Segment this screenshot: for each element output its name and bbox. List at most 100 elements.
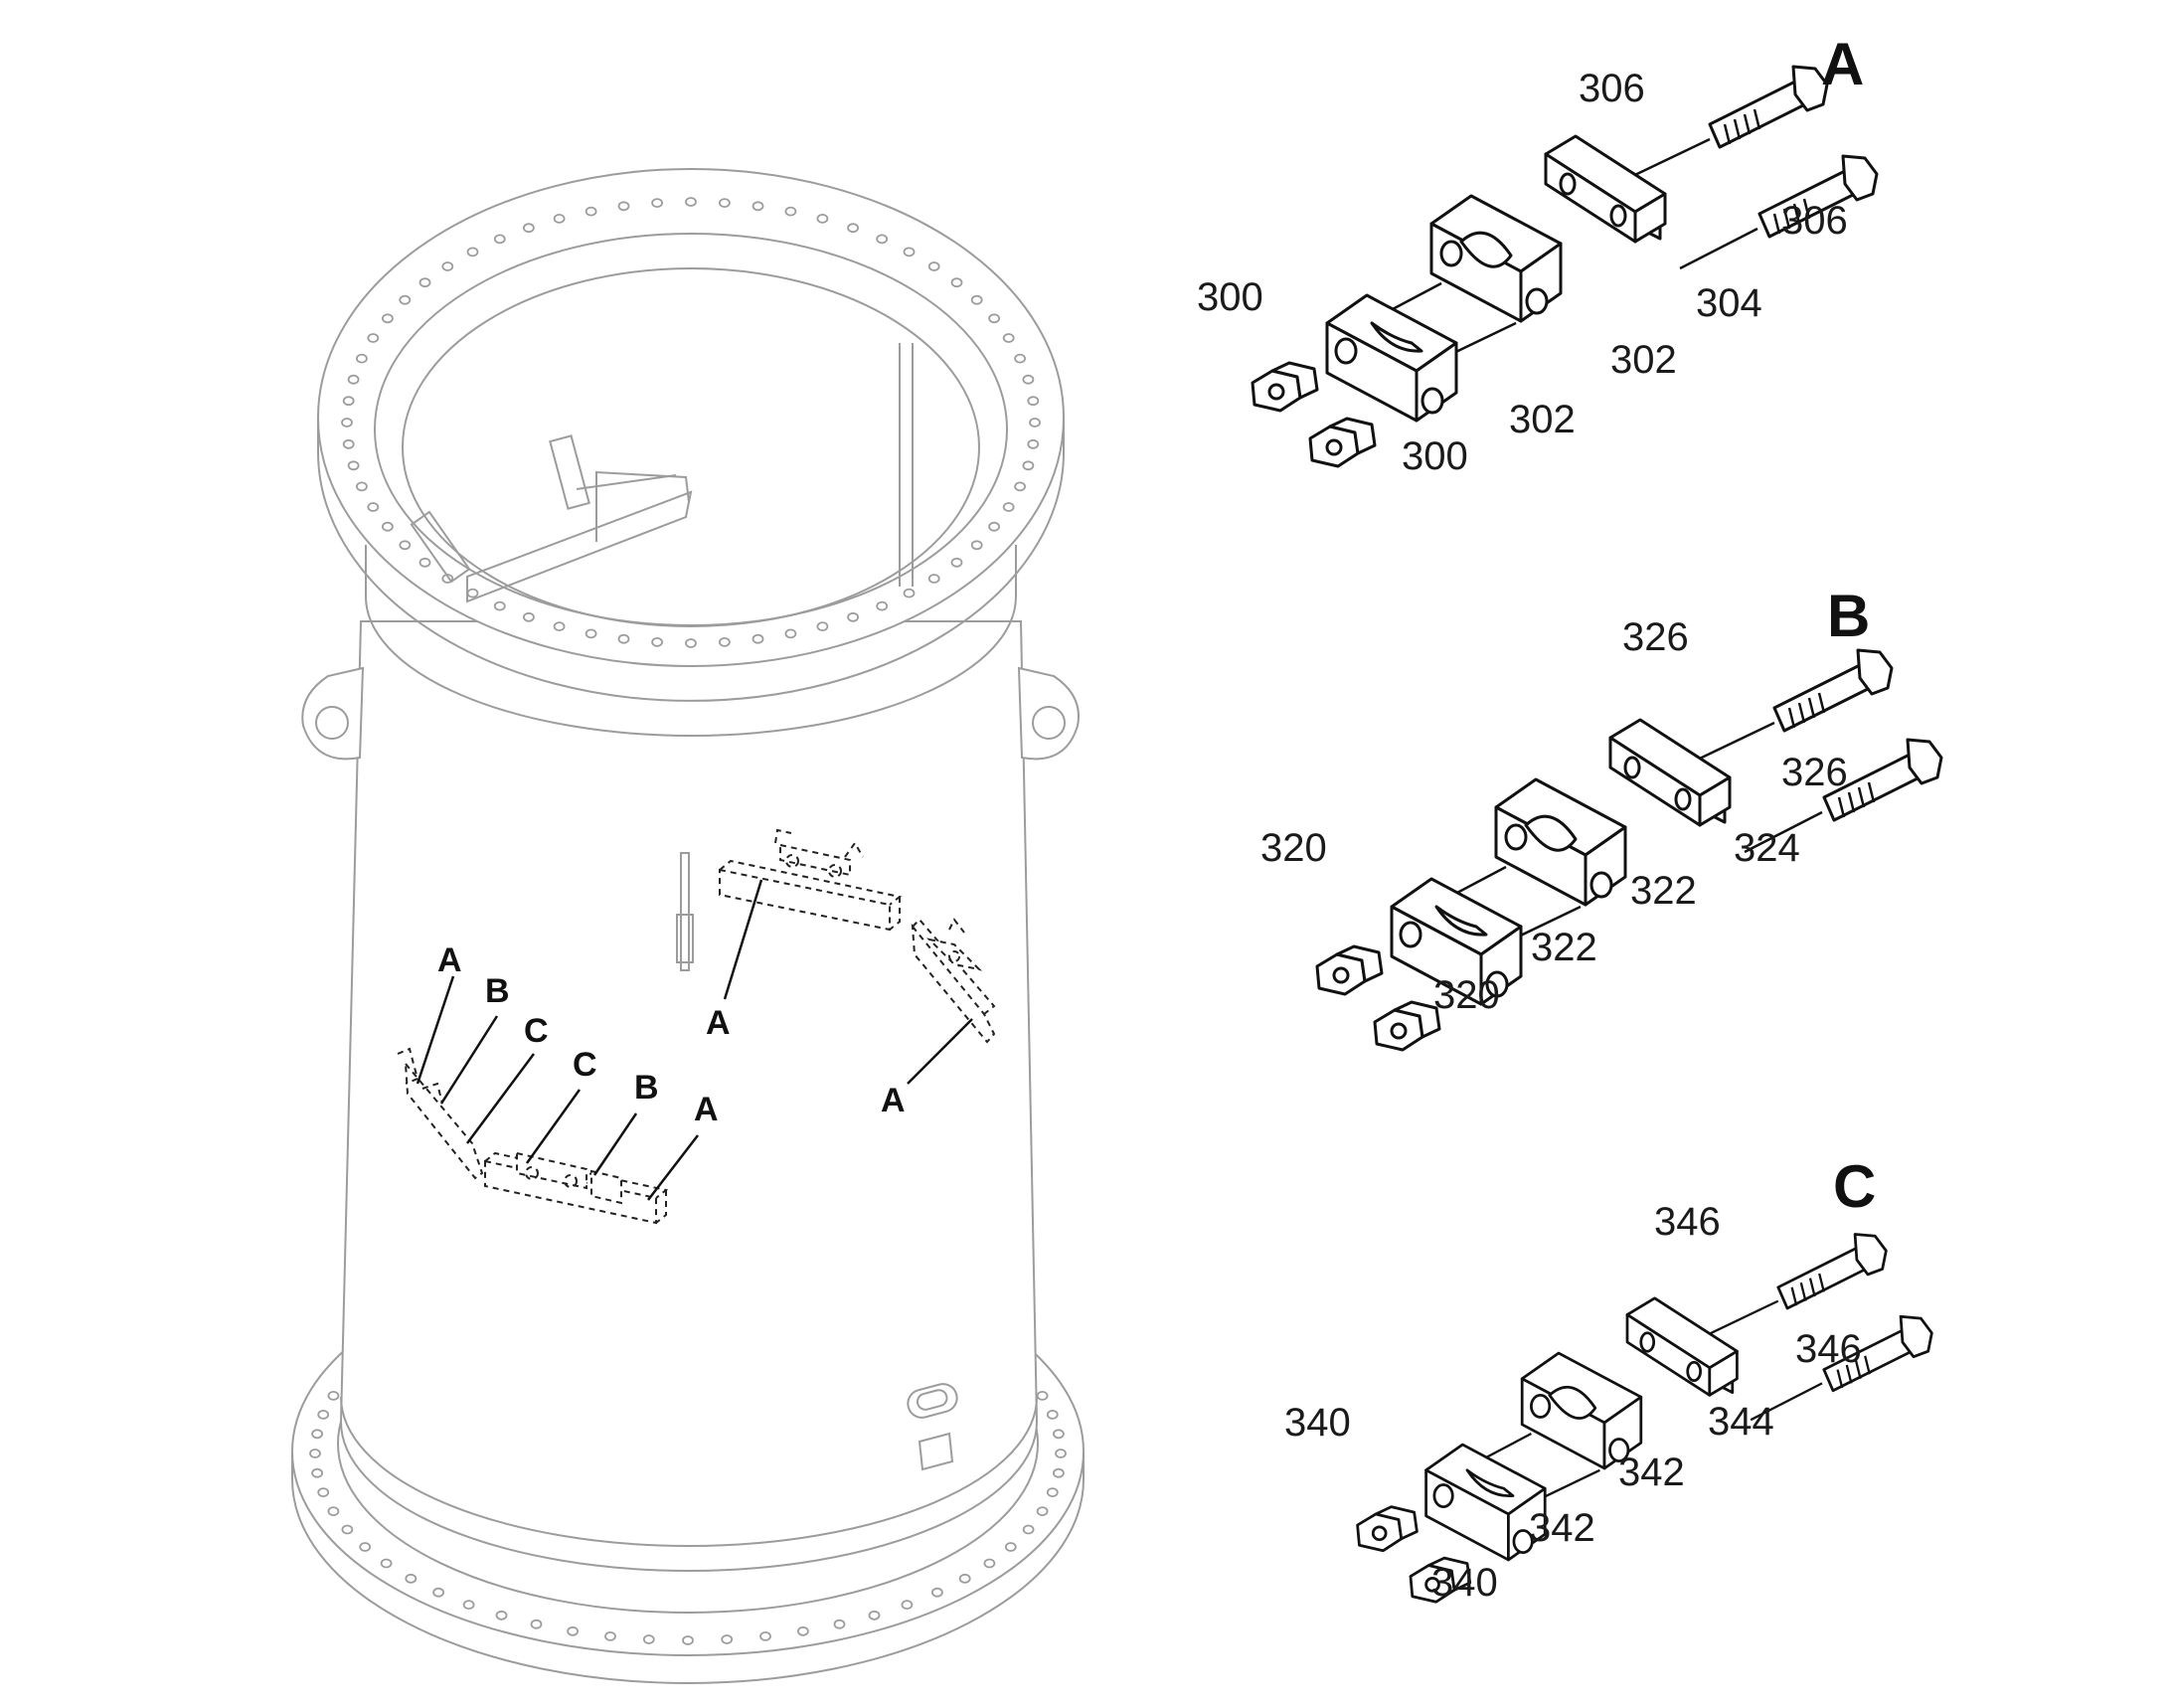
flange-bolt-hole — [847, 611, 859, 622]
flange-bolt-hole — [1053, 1467, 1065, 1478]
clamp-view-a: A 306 306 304 302 302 300 300 — [1197, 31, 1879, 478]
flange-bolt-hole — [617, 201, 630, 212]
flange-bolt-hole — [651, 637, 663, 647]
flange-bolt-hole — [1029, 418, 1041, 427]
flange-bolt-hole — [1027, 396, 1040, 407]
flange-bolt-hole — [359, 1542, 372, 1552]
ref-block-upper: 322 — [1630, 869, 1697, 913]
flange-bolt-hole — [617, 633, 630, 644]
callout-label: A — [706, 1004, 731, 1042]
flange-bolt-hole — [342, 438, 355, 449]
flange-bolt-hole — [868, 1610, 881, 1621]
flange-bolt-hole — [903, 247, 916, 257]
flange-bolt-hole — [719, 637, 731, 647]
top-flange — [317, 168, 1065, 737]
flange-bolt-hole — [405, 1573, 418, 1584]
flange-bolt-hole — [1027, 438, 1040, 449]
ref-plate: 324 — [1734, 826, 1800, 870]
ref-bolt-upper: 306 — [1579, 67, 1645, 110]
ref-block-upper: 302 — [1610, 338, 1677, 382]
flange-bolt-hole — [901, 1600, 914, 1610]
flange-bolt-hole — [685, 197, 697, 207]
flange-bolt-hole — [950, 277, 963, 288]
flange-bolt-hole — [1014, 481, 1026, 492]
flange-bolt-hole — [355, 481, 368, 492]
flange-bolt-hole — [752, 633, 764, 644]
flange-bolt-hole — [797, 1625, 809, 1636]
flange-bolt-hole — [432, 1587, 445, 1598]
flange-bolt-hole — [970, 294, 983, 305]
flange-bolt-hole — [341, 1524, 354, 1535]
view-label: A — [1821, 31, 1864, 97]
ref-nut-lower: 320 — [1433, 973, 1500, 1017]
lifting-lug-right — [1017, 666, 1080, 761]
flange-bolt-hole — [341, 418, 353, 427]
callout-label: B — [485, 972, 510, 1010]
flange-bolt-hole — [1036, 1391, 1049, 1401]
callout-label: C — [524, 1012, 549, 1050]
flange-bolt-hole — [327, 1506, 340, 1516]
flange-bolt-hole — [553, 621, 566, 631]
flange-bolt-hole — [903, 588, 916, 598]
flange-bolt-hole — [876, 600, 889, 611]
flange-bolt-hole — [523, 611, 535, 622]
ref-nut-lower: 340 — [1431, 1561, 1498, 1605]
flange-bolt-hole — [1046, 1410, 1059, 1420]
flange-bolt-hole — [604, 1631, 616, 1641]
flange-bolt-hole — [927, 574, 940, 584]
flange-bolt-hole — [1002, 333, 1015, 343]
flange-bolt-hole — [784, 206, 797, 217]
tower-callout-leaders — [416, 879, 973, 1201]
flange-bolt-hole — [983, 1558, 996, 1569]
flange-bolt-hole — [1004, 1542, 1017, 1552]
flange-bolt-hole — [466, 588, 479, 598]
flange-bolt-hole — [347, 460, 360, 471]
flange-bolt-hole — [642, 1634, 655, 1644]
flange-bolt-hole — [381, 521, 394, 532]
flange-bolt-hole — [931, 1587, 943, 1598]
flange-bolt-hole — [311, 1429, 324, 1440]
flange-bolt-hole — [847, 223, 859, 234]
flange-bolt-hole — [816, 621, 829, 631]
flange-bolt-hole — [719, 198, 731, 209]
flange-bolt-hole — [399, 540, 412, 551]
ref-plate: 304 — [1696, 281, 1762, 325]
flange-bolt-hole — [585, 628, 597, 639]
flange-bolt-hole — [927, 261, 940, 271]
flange-bolt-hole — [816, 213, 829, 224]
flange-bolt-hole — [553, 213, 566, 224]
flange-bolt-hole — [311, 1467, 324, 1478]
flange-bolt-hole — [970, 540, 983, 551]
flange-bolt-hole — [317, 1410, 330, 1420]
internal-platform — [410, 343, 914, 603]
tower-section: A B C C B A A A — [291, 168, 1085, 1684]
flange-bolt-hole — [1046, 1487, 1059, 1497]
flange-bolt-hole — [567, 1625, 579, 1636]
flange-bolt-hole — [1022, 1524, 1035, 1535]
flange-bolt-hole — [418, 557, 431, 568]
flange-bolt-hole — [462, 1600, 475, 1610]
ref-bolt-lower: 306 — [1781, 199, 1848, 243]
flange-bolt-hole — [327, 1391, 340, 1401]
flange-bolt-hole — [493, 234, 506, 245]
flange-bolt-hole — [381, 313, 394, 324]
flange-bolt-hole — [752, 201, 764, 212]
callout-label: B — [634, 1069, 659, 1107]
access-port — [907, 1383, 958, 1471]
flange-bolt-hole — [367, 502, 380, 512]
clamp-view-c: C 346 346 344 342 342 340 340 — [1284, 1153, 1933, 1605]
flange-bolt-hole — [876, 234, 889, 245]
flange-bolt-hole — [317, 1487, 330, 1497]
ref-nut-lower: 300 — [1402, 434, 1468, 478]
view-label: B — [1827, 583, 1870, 649]
flange-bolt-hole — [651, 198, 663, 209]
flange-bolt-hole — [399, 294, 412, 305]
flange-bolt-hole — [1002, 502, 1015, 512]
flange-bolt-hole — [950, 557, 963, 568]
ref-bolt-upper: 346 — [1654, 1200, 1721, 1244]
flange-bolt-hole — [1036, 1506, 1049, 1516]
flange-bolt-hole — [685, 638, 697, 648]
ref-block-lower: 302 — [1509, 398, 1576, 441]
flange-bolt-hole — [523, 223, 535, 234]
